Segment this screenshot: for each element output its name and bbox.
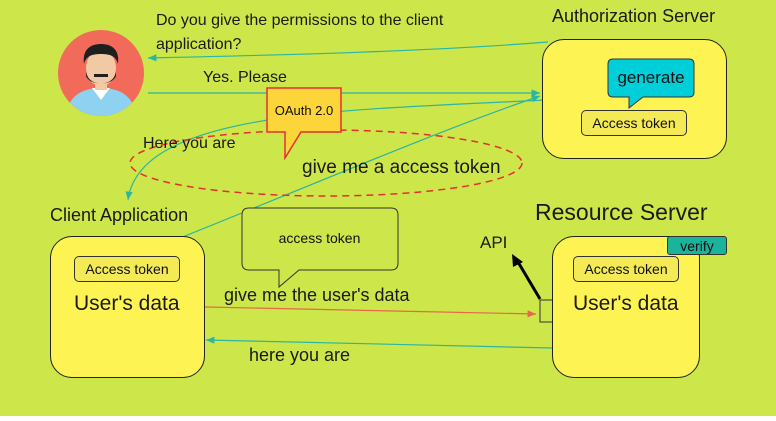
client-app-access-token: Access token: [74, 256, 180, 282]
token-request-arrow: [179, 95, 541, 239]
auth-server-title: Authorization Server: [552, 6, 716, 26]
generate-label: generate: [617, 68, 685, 87]
api-label: API: [480, 233, 508, 252]
data-request-arrow: [204, 306, 537, 318]
api-pointer-head: [512, 254, 523, 267]
oauth-bubble-label: OAuth 2.0: [274, 102, 334, 118]
oauth-flow-ellipse: [129, 129, 523, 197]
client-app-user-data: User's data: [74, 292, 180, 315]
auth-server-access-token: Access token: [581, 110, 687, 136]
client-app-title: Client Application: [50, 205, 189, 225]
resource-server-title: Resource Server: [535, 199, 708, 225]
data-return-label: here you are: [249, 345, 351, 365]
permission-question-line-1: Do you give the permissions to the clien…: [156, 12, 444, 29]
oauth-bubble-shape: [266, 87, 342, 161]
question-arrow: [147, 41, 549, 62]
data-request-label: give me the user's data: [224, 285, 410, 305]
token-return-label: Here you are: [143, 135, 236, 152]
access-token-bubble-label: access token: [278, 230, 361, 246]
permission-question-line-2: application?: [156, 36, 242, 53]
api-bracket: [539, 299, 552, 323]
data-return-arrow: [205, 336, 553, 349]
resource-server-user-data: User's data: [573, 292, 679, 315]
resource-server-access-token: Access token: [573, 256, 679, 282]
user-avatar: [58, 30, 144, 116]
verify-badge: verify: [667, 236, 727, 255]
canvas-bottom-edge: [0, 416, 776, 421]
token-request-label: give me a access token: [302, 157, 501, 178]
user-reply: Yes. Please: [203, 69, 287, 86]
generate-bubble-shape: [607, 58, 695, 110]
api-pointer-arrow: [516, 261, 542, 300]
access-token-bubble-shape: [241, 207, 399, 289]
